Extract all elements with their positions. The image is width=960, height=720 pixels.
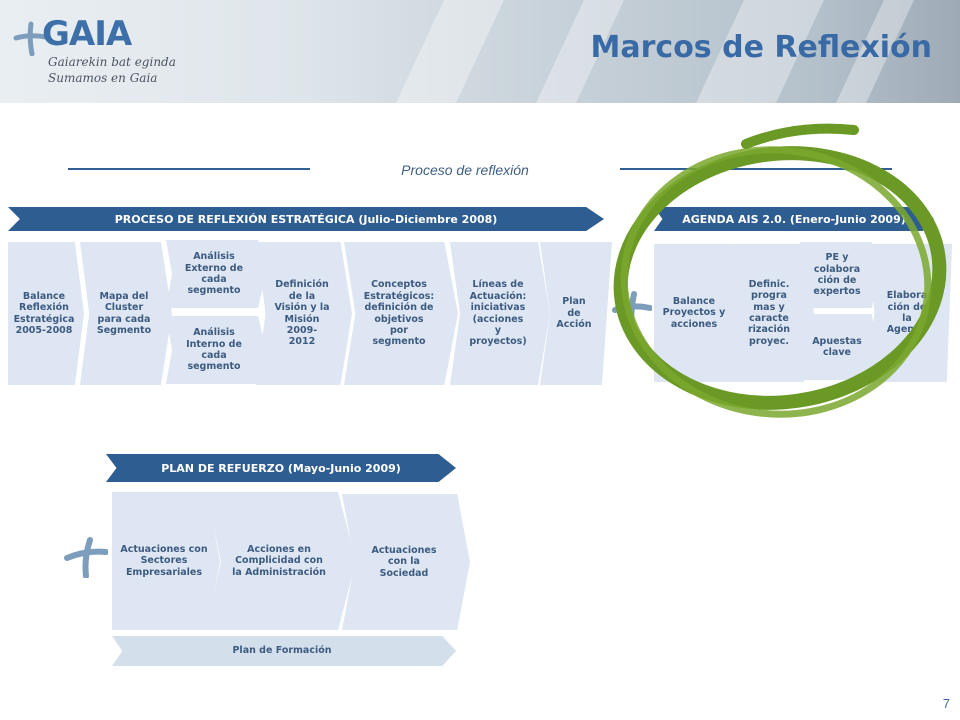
- header-banner: [0, 0, 960, 103]
- refuerzo-banner-label: PLAN DE REFUERZO (Mayo-Junio 2009): [161, 461, 401, 475]
- step-plan-accion: Plan de Acción: [540, 242, 612, 385]
- section-rule-right: [620, 168, 892, 170]
- page-title: Marcos de Reflexión: [590, 30, 932, 65]
- step-lineas-actuacion: Líneas de Actuación: iniciativas (accion…: [450, 242, 550, 385]
- agenda-step-apuestas-clave: Apuestas clave: [800, 314, 878, 380]
- agenda-step-pe-colaboracion: PE y colabora ción de expertos: [800, 242, 878, 308]
- section-title: Proceso de reflexión: [401, 162, 529, 178]
- step-analisis-interno: Análisis Interno de cada segmento: [166, 316, 266, 384]
- step-balance-reflexion: Balance Reflexión Estratégica 2005-2008: [8, 242, 84, 385]
- step-mapa-cluster: Mapa del Cluster para cada Segmento: [80, 242, 172, 385]
- step-definicion-vision: Definición de la Visión y la Misión 2009…: [256, 242, 352, 385]
- agenda-banner: AGENDA AIS 2.0. (Enero-Junio 2009): [654, 207, 934, 231]
- process-banner-label: PROCESO DE REFLEXIÓN ESTRATÉGICA (Julio-…: [114, 212, 498, 226]
- step-analisis-externo: Análisis Externo de cada segmento: [166, 240, 266, 308]
- agenda-banner-label: AGENDA AIS 2.0. (Enero-Junio 2009): [682, 212, 906, 226]
- logo-tagline-basque: Gaiarekin bat eginda: [48, 55, 176, 69]
- agenda-step-balance-proyectos: Balance Proyectos y acciones: [654, 244, 738, 382]
- refuerzo-step-administracion: Acciones en Complicidad con la Administr…: [206, 492, 356, 630]
- plan-formacion-bar: Plan de Formación: [112, 636, 456, 666]
- logo-wordmark: GAIA: [42, 14, 132, 54]
- highlight-circle: [613, 123, 947, 418]
- section-rule-left: [68, 168, 310, 170]
- logo-tagline-spanish: Sumamos en Gaia: [48, 71, 158, 85]
- step-conceptos-estrategicos: Conceptos Estratégicos: definición de ob…: [344, 242, 458, 385]
- plus-refuerzo-icon: [64, 537, 108, 578]
- refuerzo-step-sectores: Actuaciones con Sectores Empresariales: [112, 492, 220, 630]
- refuerzo-step-sociedad: Actuaciones con la Sociedad: [342, 494, 470, 630]
- logo-plus-icon: [13, 21, 48, 56]
- agenda-step-definic-programas: Definic. progra mas y caracte rización p…: [728, 244, 814, 382]
- page-number: 7: [942, 696, 950, 711]
- refuerzo-banner: PLAN DE REFUERZO (Mayo-Junio 2009): [106, 454, 456, 482]
- process-banner: PROCESO DE REFLEXIÓN ESTRATÉGICA (Julio-…: [8, 207, 604, 231]
